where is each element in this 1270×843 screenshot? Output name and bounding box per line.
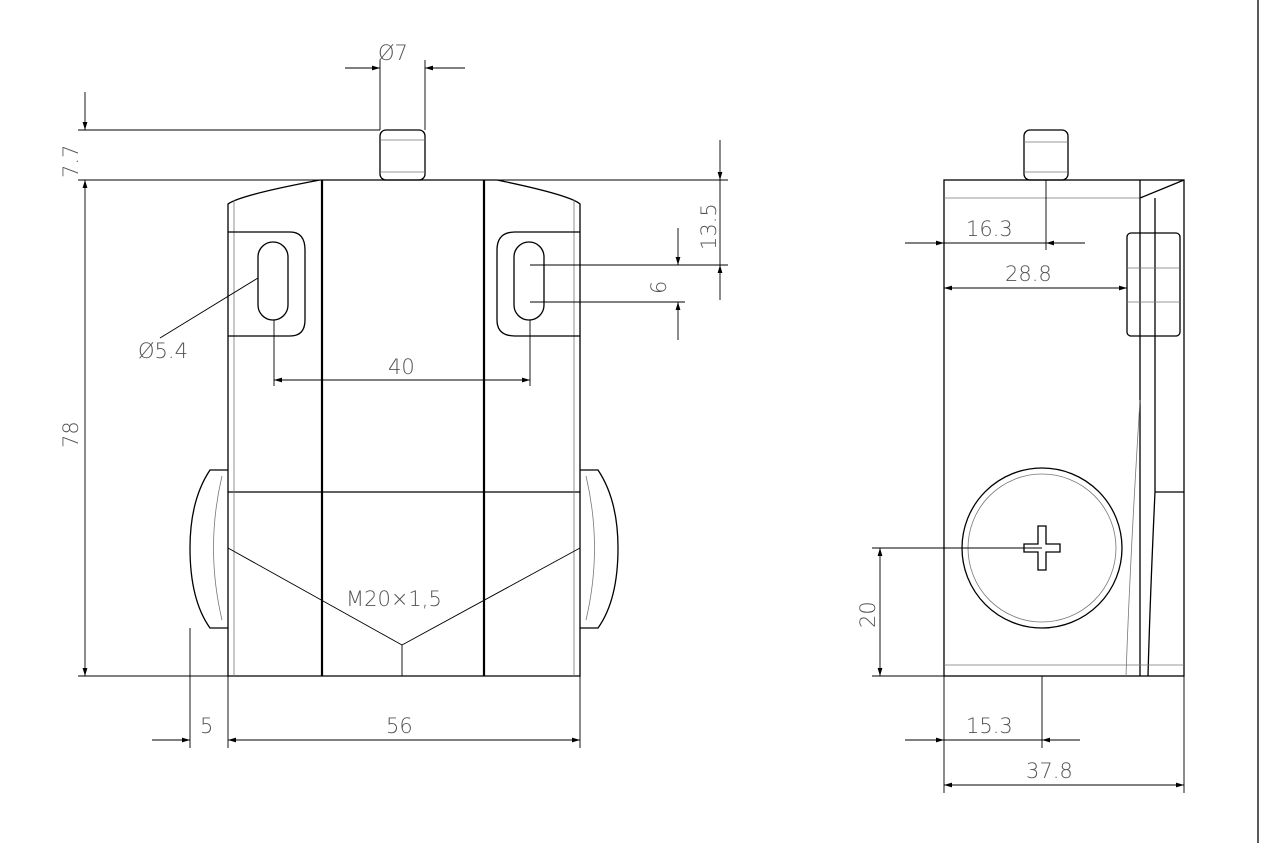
- dim-thread: M20×1,5: [346, 587, 442, 611]
- plunger: [379, 129, 426, 181]
- screw-head-icon: [1023, 525, 1061, 571]
- dim-hole-diameter: Ø5.4: [138, 339, 188, 363]
- left-mounting-ear: [228, 231, 306, 337]
- dim-body-depth: 37.8: [1026, 759, 1073, 783]
- dim-body-width: 56: [386, 714, 413, 738]
- left-mounting-slot: [257, 241, 289, 321]
- side-view: 16.3 28.8 20 15.3 37.8: [856, 129, 1185, 793]
- left-cable-gland: [189, 469, 228, 629]
- dim-slot-offset: 13.5: [697, 203, 721, 250]
- dim-gland-position: 15.3: [966, 714, 1013, 738]
- side-body: [943, 179, 1185, 677]
- front-view: Ø7 7.7 78 13.5 6 40 Ø5.4 M20×1,5 5 56: [59, 41, 728, 748]
- dim-body-height: 78: [59, 421, 83, 448]
- dim-hole-spacing: 40: [388, 355, 415, 379]
- right-cable-gland: [580, 469, 619, 629]
- dim-slot-length: 6: [647, 281, 671, 294]
- dim-gland-offset: 5: [200, 714, 213, 738]
- dim-plunger-position: 16.3: [966, 217, 1013, 241]
- right-mounting-slot: [513, 241, 545, 321]
- dim-gland-height: 20: [856, 601, 880, 628]
- right-mounting-ear: [496, 231, 580, 337]
- dim-ear-position: 28.8: [1005, 262, 1052, 286]
- dim-plunger-diameter: Ø7: [378, 41, 408, 65]
- dim-plunger-height: 7.7: [59, 145, 83, 178]
- side-mounting-ear: [1126, 232, 1181, 337]
- side-plunger: [1023, 129, 1069, 181]
